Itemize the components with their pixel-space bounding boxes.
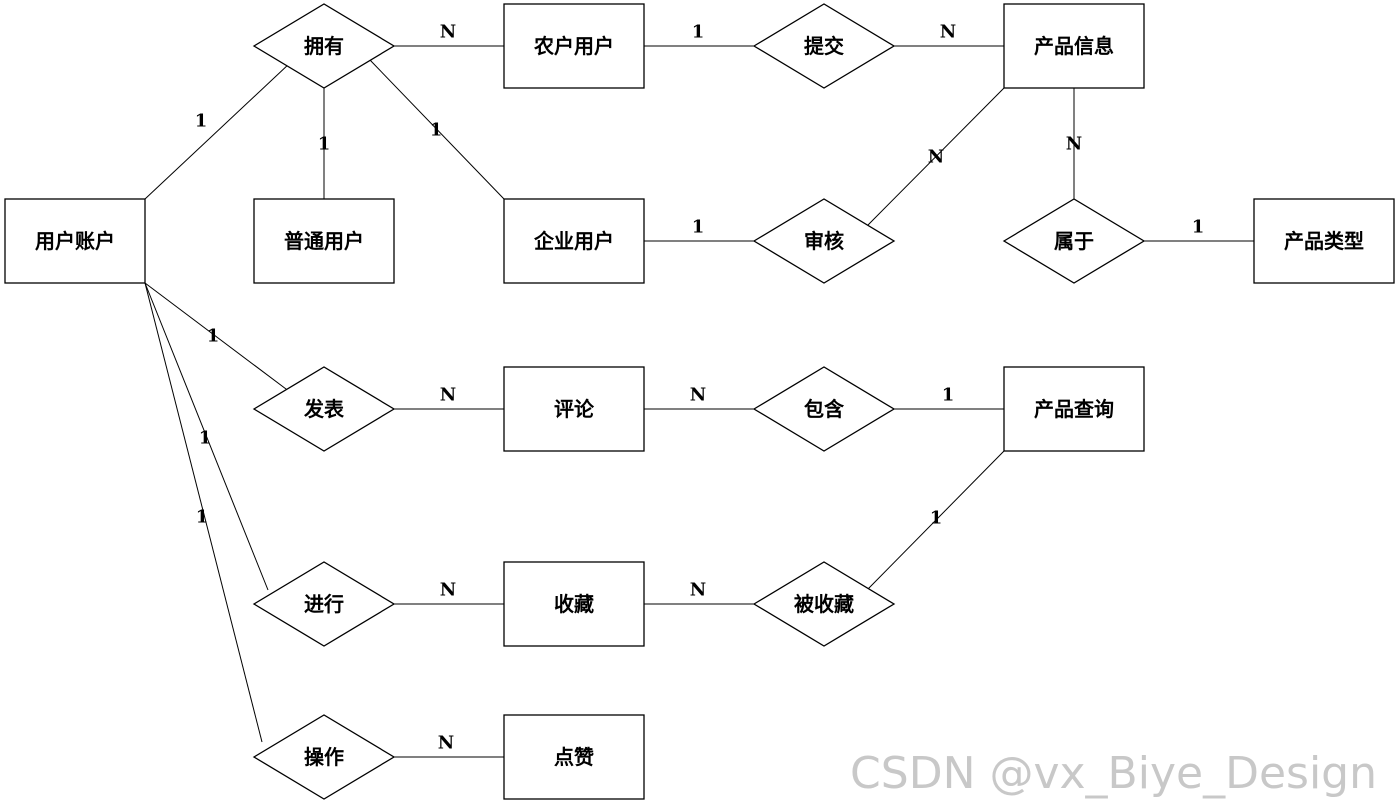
cardinality-label: 1 [318, 134, 331, 155]
cardinality-label: 1 [195, 111, 208, 132]
edge-own-enterprise_user [369, 59, 505, 200]
relationship-diamond [752, 366, 896, 452]
relationship-belong: 属于 [1002, 198, 1146, 284]
cardinality-label: N [440, 22, 456, 43]
edge-review-product_info [867, 87, 1005, 226]
cardinality-label: 1 [692, 217, 705, 238]
cardinality-label: N [690, 385, 706, 406]
relationship-submit: 提交 [752, 3, 896, 89]
entity-label: 普通用户 [284, 229, 364, 253]
relationship-diamond [752, 198, 896, 284]
relationship-diamond [752, 3, 896, 89]
relationship-diamond [252, 3, 396, 89]
entity-product_type: 产品类型 [1253, 198, 1395, 284]
relationship-contain: 包含 [752, 366, 896, 452]
relationship-diamond [1002, 198, 1146, 284]
relationship-publish: 发表 [252, 366, 396, 452]
entity-label: 用户账户 [35, 229, 115, 253]
cardinality-label: 1 [430, 120, 443, 141]
entity-product_info: 产品信息 [1003, 3, 1145, 89]
cardinality-label: N [940, 22, 956, 43]
relationship-favorited: 被收藏 [752, 561, 896, 647]
entity-ordinary_user: 普通用户 [253, 198, 395, 284]
relationship-label: 发表 [303, 397, 345, 421]
entity-label: 产品类型 [1284, 229, 1364, 253]
entity-product_query: 产品查询 [1003, 366, 1145, 452]
entity-box [503, 561, 645, 647]
entity-label: 点赞 [554, 745, 594, 769]
entity-favorite: 收藏 [503, 561, 645, 647]
entity-like: 点赞 [503, 714, 645, 800]
entity-box [503, 3, 645, 89]
cardinality-label: N [928, 147, 944, 168]
cardinality-label: 1 [692, 22, 705, 43]
cardinality-label: N [690, 580, 706, 601]
edge-favorited-product_query [867, 450, 1005, 590]
entity-comment: 评论 [503, 366, 645, 452]
relationship-operate: 操作 [252, 714, 396, 800]
relationship-diamond [752, 561, 896, 647]
edge-user_account-perform [144, 282, 269, 591]
relationship-label: 属于 [1054, 229, 1094, 253]
entity-box [4, 198, 146, 284]
entity-label: 收藏 [554, 592, 594, 616]
entity-box [503, 366, 645, 452]
relationship-diamond [252, 561, 396, 647]
entity-box [1253, 198, 1395, 284]
entity-box [503, 198, 645, 284]
entity-box [1003, 366, 1145, 452]
entity-label: 产品查询 [1034, 397, 1114, 421]
cardinality-label: 1 [207, 326, 220, 347]
cardinality-label: N [440, 580, 456, 601]
cardinality-label: 1 [1192, 217, 1205, 238]
entity-label: 农户用户 [533, 34, 614, 58]
cardinality-label: 1 [199, 428, 212, 449]
edges-layer [144, 45, 1254, 758]
cardinality-label: 1 [196, 507, 209, 528]
watermark-text: CSDN @vx_Biye_Design [850, 748, 1377, 799]
entity-enterprise_user: 企业用户 [503, 198, 645, 284]
edge-user_account-own [144, 62, 291, 200]
cardinality-label: N [440, 385, 456, 406]
entity-box [253, 198, 395, 284]
cardinality-label: 1 [930, 508, 943, 529]
relationship-label: 拥有 [304, 34, 344, 58]
relationship-label: 被收藏 [794, 592, 854, 616]
entity-box [1003, 3, 1145, 89]
cardinality-label: N [438, 733, 454, 754]
entity-user_account: 用户账户 [4, 198, 146, 284]
relationship-perform: 进行 [252, 561, 396, 647]
cardinality-label: 1 [942, 385, 955, 406]
relationship-diamond [252, 366, 396, 452]
edge-user_account-publish [144, 282, 291, 393]
relationship-label: 包含 [804, 397, 845, 421]
entity-label: 企业用户 [533, 229, 614, 253]
relationship-label: 审核 [804, 229, 844, 253]
entity-box [503, 714, 645, 800]
relationship-own: 拥有 [252, 3, 396, 89]
relationship-review: 审核 [752, 198, 896, 284]
relationship-label: 提交 [804, 34, 844, 58]
entity-label: 产品信息 [1034, 34, 1114, 58]
entity-farmer_user: 农户用户 [503, 3, 645, 89]
edge-user_account-operate [144, 282, 263, 743]
entity-label: 评论 [554, 397, 595, 421]
relationship-label: 操作 [304, 745, 344, 769]
relationship-label: 进行 [304, 592, 344, 616]
cardinality-label: N [1066, 134, 1082, 155]
relationship-diamond [252, 714, 396, 800]
